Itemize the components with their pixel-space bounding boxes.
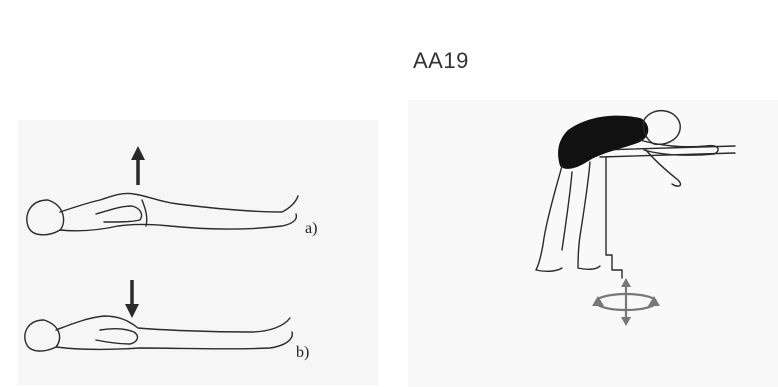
figure-b-body-bottom [56,332,292,349]
exercise-code: AA19 [413,48,469,74]
figure-a-body-bottom [60,214,296,231]
figure-a-body-top [60,193,298,212]
figure-a-arm [96,206,142,222]
figure-a-hip [142,200,147,226]
table-leg [606,158,622,278]
up-arrow-icon [131,146,145,185]
figure-b-arm [96,329,137,344]
figure-b-body-top [56,316,290,332]
leaning-figure [536,111,735,278]
figure-b-head [25,320,60,351]
leaning-figure-leg-back [536,166,562,271]
position-label-a: a) [305,220,317,238]
down-arrow-icon [125,280,139,318]
leaning-figure-head [643,111,680,145]
swimsuit-torso [558,116,648,169]
figure-a-head [27,200,64,235]
position-label-b: b) [296,344,309,362]
rotation-arrows-icon [592,278,660,326]
lying-figure-b [25,316,292,351]
lying-figure-a [27,193,298,234]
leaning-figure-leg-front [578,162,600,269]
leaning-figure-leg-inner [562,172,572,250]
